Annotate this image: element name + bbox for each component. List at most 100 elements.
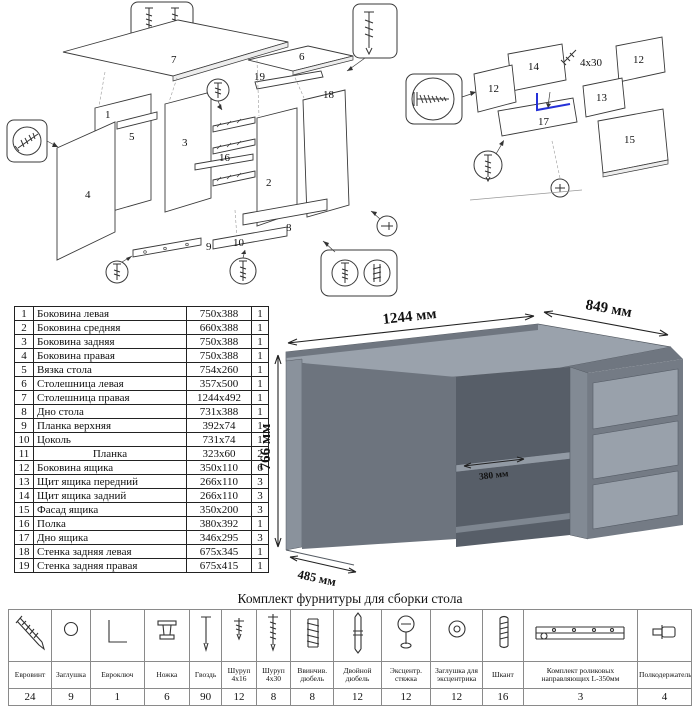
part-16-label: 16 [219,152,231,164]
parts-table-row: 7 Столешница правая 1244x492 1 [14,390,269,405]
desk-render: 1244 мм 849 мм 766 мм 380 мм 485 мм [258,297,683,589]
desk-drawer-2 [592,420,679,480]
hw-qty: 12 [221,688,257,706]
part-qty: 1 [251,376,269,391]
part-5-stretcher [116,111,158,130]
part-qty: 1 [251,544,269,559]
part-qty: 3 [251,474,269,489]
confirmat-screw-icon [15,615,46,651]
part-number: 19 [14,558,34,573]
dim-shelf: 380 мм [463,456,525,483]
desk-corner-post [569,366,589,540]
part-7-label: 7 [171,54,177,66]
furniture-leg-icon [157,620,177,640]
part-3-panel [164,91,212,213]
fastener-callout-right [370,210,398,237]
cam-cap-icon [448,620,466,638]
part-number: 2 [14,320,34,335]
part-number: 8 [14,404,34,419]
desk-drawer-1 [592,368,679,430]
part-13-panel [582,77,626,118]
dim-width: 1244 мм [287,306,535,346]
part-name: Планка верхняя [33,418,187,433]
part-qty: 6 [251,460,269,475]
parts-table-row: 1 Боковина левая 750x388 1 [14,306,269,321]
hw-label: Заглушка для эксцентрика [430,661,483,689]
hw-qty: 24 [7,688,53,706]
part-9-rail [132,237,202,258]
drawer-slides-icon [535,626,625,640]
part-size: 750x388 [186,306,252,321]
part-qty: 3 [251,488,269,503]
svg-text:485 мм: 485 мм [296,567,337,589]
hw-label: Евровинт [7,661,53,689]
wood-dowel-icon [499,615,509,649]
part-number: 12 [14,460,34,475]
part-18-label: 18 [323,89,335,101]
part-size: 323x60 [186,446,252,461]
part-2-label: 2 [266,177,272,189]
part-size: 675x345 [186,544,252,559]
part-15-label: 15 [624,134,636,146]
part-size: 754x260 [186,362,252,377]
part-number: 17 [14,530,34,545]
part-number: 9 [14,418,34,433]
part-9-label: 9 [206,241,212,253]
part-qty: 1 [251,558,269,573]
part-4-label: 4 [85,189,91,201]
hardware-table: Евровинт Заглушка Евроключ Ножка Гвоздь … [7,609,692,706]
part-name: Стенка задняя левая [33,544,187,559]
confirmat-callout [405,73,476,125]
part-size: 750x388 [186,334,252,349]
hardware-section: Комплект фурнитуры для сборки стола Евро [7,591,692,706]
screw-size-note: 4x30 [560,49,603,69]
parts-table-row: 16 Полка 380x392 1 [14,516,269,531]
part-number: 14 [14,488,34,503]
part-size: 750x388 [186,348,252,363]
parts-table-row: 12 Боковина ящика 350x110 6 [14,460,269,475]
parts-table-row: 4 Боковина правая 750x388 1 [14,348,269,363]
part-6-label: 6 [299,51,305,63]
part-size: 346x295 [186,530,252,545]
hw-qty: 8 [255,688,292,706]
hw-qty: 90 [188,688,223,706]
part-size: 350x110 [186,460,252,475]
part-size: 392x74 [186,418,252,433]
svg-text:849 мм: 849 мм [584,297,633,321]
fastener-callout-bottomright [320,240,398,297]
part-size: 266x110 [186,474,252,489]
parts-table-row: 10 Цоколь 731x74 1 [14,432,269,447]
cam-lock-icon [397,615,415,649]
part-name: Щит ящика передний [33,474,187,489]
part-number: 13 [14,474,34,489]
parts-table-row: 3 Боковина задняя 750x388 1 [14,334,269,349]
part-name: Столешница правая [33,390,187,405]
part-name: Дно стола [33,404,187,419]
part-number: 11 [14,446,34,461]
desk-drawer-3 [592,470,679,530]
desk-back-wall [302,363,456,549]
dim-height: 766 мм [258,354,282,548]
part-number: 4 [14,348,34,363]
part-number: 18 [14,544,34,559]
part-name: Боковина задняя [33,334,187,349]
part-4-panel [56,121,116,261]
hw-label: Заглушка [51,661,91,689]
part-name: Цоколь [33,432,187,447]
hw-label: Шуруп 4x30 [255,661,292,689]
desk-left-panel [285,358,303,551]
part-12-left-panel [473,64,517,113]
part-name: Боковина правая [33,348,187,363]
part-name: Боковина средняя [33,320,187,335]
parts-table-row: 18 Стенка задняя левая 675x345 1 [14,544,269,559]
part-qty: 1 [251,348,269,363]
part-name: Полка [33,516,187,531]
part-name: Дно ящика [33,530,187,545]
hardware-qty-row: 24 9 1 6 90 12 8 8 12 12 12 16 3 4 [7,688,692,706]
part-1-label: 1 [105,109,111,121]
fastener-callout-mid [206,78,230,111]
part-19-panel [254,70,324,90]
part-8-bottom [242,198,328,226]
part-qty: 3 [251,502,269,517]
part-name: Вязка стола [33,362,187,377]
